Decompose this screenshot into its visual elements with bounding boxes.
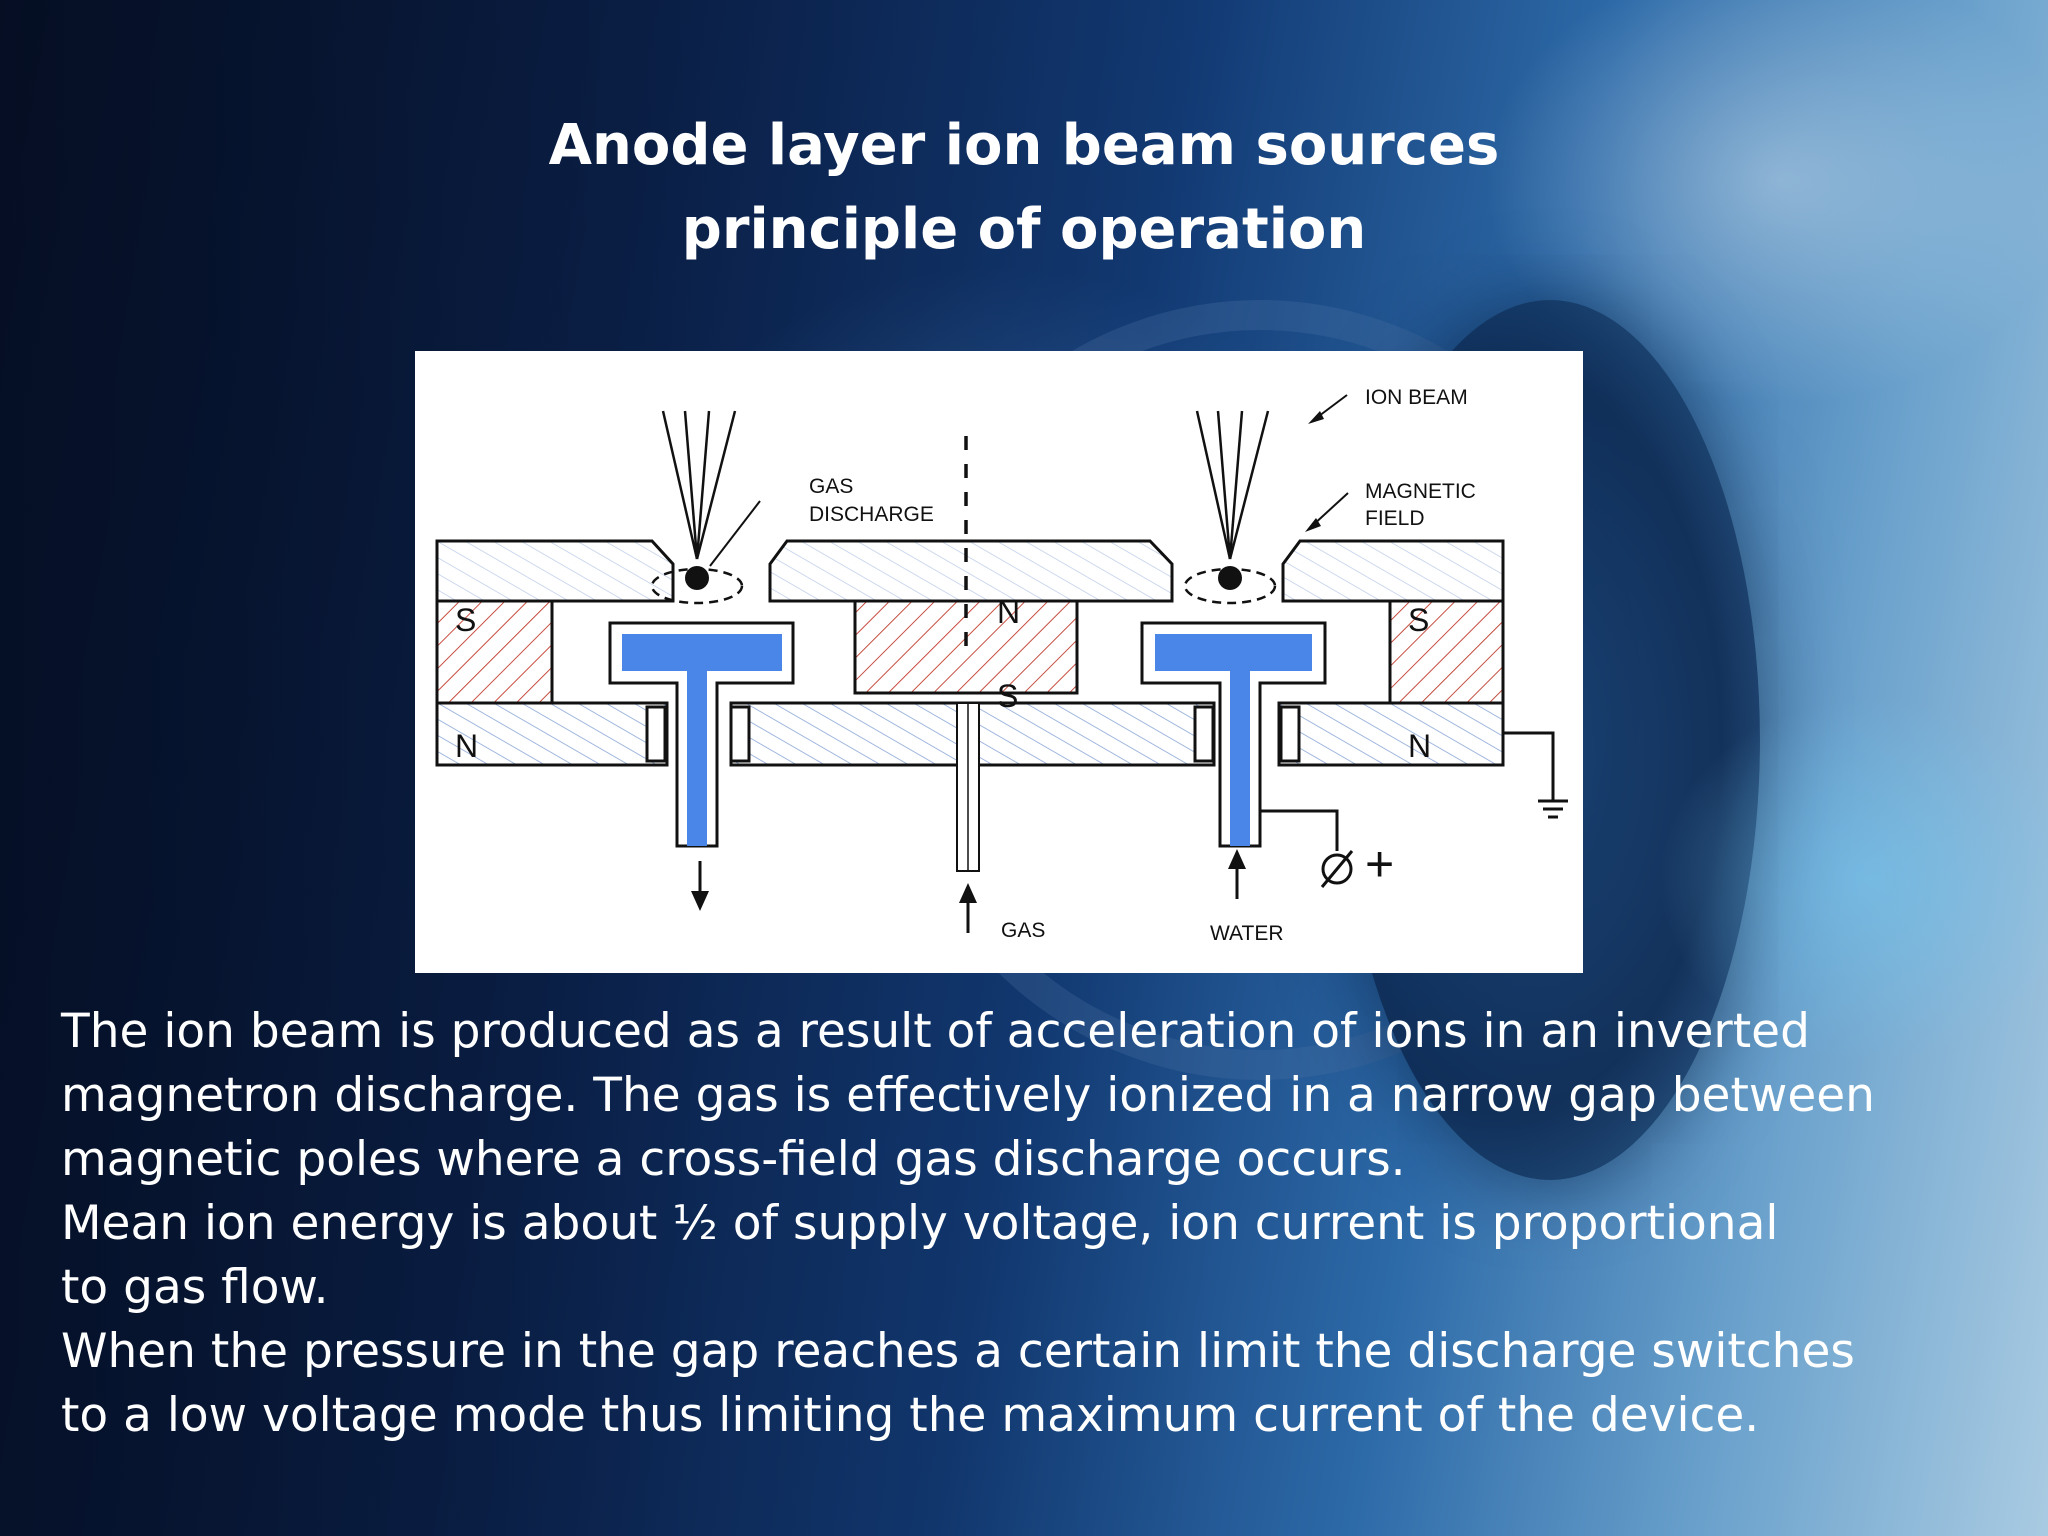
label-water: WATER <box>1210 922 1284 945</box>
ion-beam-arrow-icon <box>1308 394 1348 424</box>
magnet-right <box>1388 599 1505 705</box>
ion-beam-left <box>661 410 737 560</box>
magnetic-field-arcs <box>650 567 1277 605</box>
body-line-7: to a low voltage mode thus limiting the … <box>61 1388 1760 1443</box>
body-line-4: Mean ion energy is about ½ of supply vol… <box>61 1196 1779 1251</box>
body-line-3: magnetic poles where a cross-field gas d… <box>61 1132 1406 1187</box>
pole-left-top: S <box>455 602 476 638</box>
top-pole-center <box>768 539 1174 603</box>
diagram-panel: ION BEAM MAGNETIC FIELD GAS DISCHARGE GA… <box>415 351 1583 973</box>
slide-title: Anode layer ion beam sources principle o… <box>0 104 2048 272</box>
ion-beam-right <box>1195 410 1270 560</box>
body-line-2: magnetron discharge. The gas is effectiv… <box>61 1068 1875 1123</box>
insulator-right <box>1279 705 1301 763</box>
label-gas-discharge-2: DISCHARGE <box>809 503 934 526</box>
supply-wire <box>1261 809 1339 851</box>
anode-left <box>622 634 782 846</box>
magnetic-field-arrow-icon <box>1305 492 1349 532</box>
body-line-6: When the pressure in the gap reaches a c… <box>61 1324 1855 1379</box>
body-text: The ion beam is produced as a result of … <box>61 1000 1961 1448</box>
top-pole-right <box>1281 539 1505 603</box>
water-out-arrow-icon <box>691 861 709 911</box>
pole-right-top: S <box>1408 602 1429 638</box>
bottom-pole-left <box>435 701 669 767</box>
anode-right <box>1155 634 1312 846</box>
ground-wire <box>1503 731 1555 801</box>
pole-center-bottom: S <box>997 678 1018 714</box>
gas-discharge-pointer <box>709 500 761 567</box>
pole-right-bottom: N <box>1408 728 1431 764</box>
pole-center-top: N <box>997 594 1020 630</box>
insulator-center-right <box>1193 705 1215 763</box>
power-supply-icon <box>1320 850 1354 888</box>
water-in-arrow-icon <box>1228 849 1246 899</box>
body-line-5: to gas flow. <box>61 1260 329 1315</box>
insulator-left <box>645 705 667 763</box>
ground-icon <box>1538 799 1568 819</box>
top-pole-left <box>435 539 675 603</box>
label-magnetic-field-1: MAGNETIC <box>1365 480 1476 503</box>
label-plus: + <box>1365 836 1394 892</box>
body-line-1: The ion beam is produced as a result of … <box>61 1004 1810 1059</box>
pole-left-bottom: N <box>455 728 478 764</box>
title-line-1: Anode layer ion beam sources <box>548 113 1500 178</box>
magnet-left <box>435 599 554 705</box>
discharge-dot-right <box>1218 566 1242 590</box>
gas-in-arrow-icon <box>959 883 977 933</box>
discharge-dot-left <box>685 566 709 590</box>
label-ion-beam: ION BEAM <box>1365 386 1468 409</box>
bottom-pole-right <box>1277 701 1505 767</box>
label-gas: GAS <box>1001 919 1045 942</box>
label-gas-discharge-1: GAS <box>809 475 853 498</box>
insulator-center-left <box>729 705 751 763</box>
label-magnetic-field-2: FIELD <box>1365 507 1425 530</box>
ion-source-diagram: ION BEAM MAGNETIC FIELD GAS DISCHARGE GA… <box>435 386 1568 945</box>
title-line-2: principle of operation <box>681 197 1367 262</box>
